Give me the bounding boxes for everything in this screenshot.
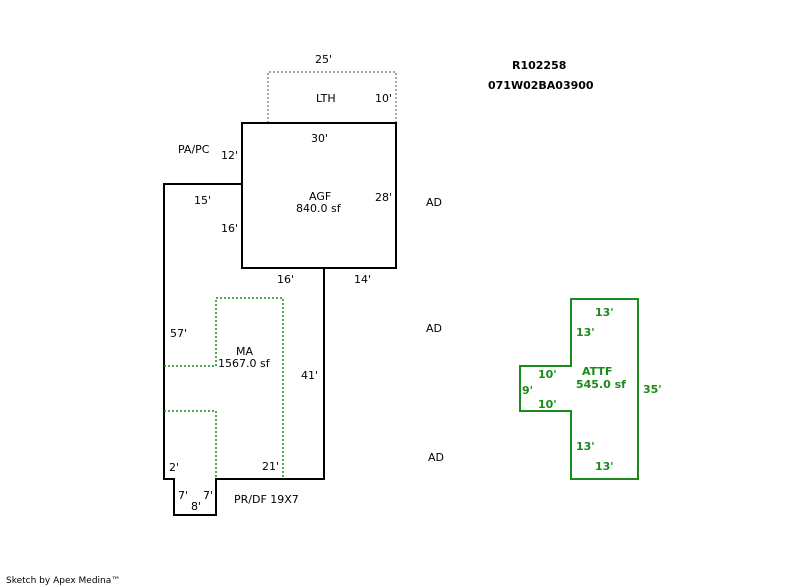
ma-label: MA	[236, 345, 253, 358]
pr-df-label: PR/DF 19X7	[234, 493, 299, 506]
parcel-id: R102258	[512, 59, 566, 72]
pa-pc-label: PA/PC	[178, 143, 210, 156]
ma-dim-8: 8'	[191, 500, 201, 513]
agf-dim-16-left: 16'	[221, 222, 238, 235]
agf-dim-15: 15'	[194, 194, 211, 207]
agf-area: 840.0 sf	[296, 202, 342, 215]
attf-dim-9: 9'	[522, 384, 533, 397]
attf-dim-bottom: 13'	[595, 460, 614, 473]
ad-label-3: AD	[428, 451, 444, 464]
attf-dim-13-upper: 13'	[576, 326, 595, 339]
ma-dim-7-right: 7'	[203, 489, 213, 502]
attf-area: 545.0 sf	[576, 378, 626, 391]
ad-label-1: AD	[426, 196, 442, 209]
main-building-outline	[163, 122, 397, 516]
lth-dim-right: 10'	[375, 92, 392, 105]
agf-label: AGF	[309, 190, 331, 203]
attf-outline	[519, 298, 639, 480]
agf-dim-top: 30'	[311, 132, 328, 145]
ma-outline-lower	[164, 410, 217, 479]
ma-dim-7-left: 7'	[178, 489, 188, 502]
attf-dim-top: 13'	[595, 306, 614, 319]
agf-dim-right: 28'	[375, 191, 392, 204]
ad-label-2: AD	[426, 322, 442, 335]
ma-dim-41: 41'	[301, 369, 318, 382]
ma-dim-57: 57'	[170, 327, 187, 340]
lth-outline	[267, 71, 397, 123]
ma-area: 1567.0 sf	[218, 357, 271, 370]
ma-dim-21: 21'	[262, 460, 279, 473]
attf-label: ATTF	[582, 365, 612, 378]
agf-dim-16-bottom: 16'	[277, 273, 294, 286]
ma-outline-upper	[164, 297, 284, 479]
attf-dim-35: 35'	[643, 383, 662, 396]
attf-dim-10-bottom: 10'	[538, 398, 557, 411]
attf-dim-10-top: 10'	[538, 368, 557, 381]
lth-label: LTH	[316, 92, 336, 105]
agf-dim-12: 12'	[221, 149, 238, 162]
agf-dim-14: 14'	[354, 273, 371, 286]
ma-dim-2: 2'	[169, 461, 179, 474]
attf-dim-13-lower: 13'	[576, 440, 595, 453]
map-number: 071W02BA03900	[488, 79, 594, 92]
lth-dim-top: 25'	[315, 53, 332, 66]
sketch-credit: Sketch by Apex Medina™	[6, 576, 120, 586]
